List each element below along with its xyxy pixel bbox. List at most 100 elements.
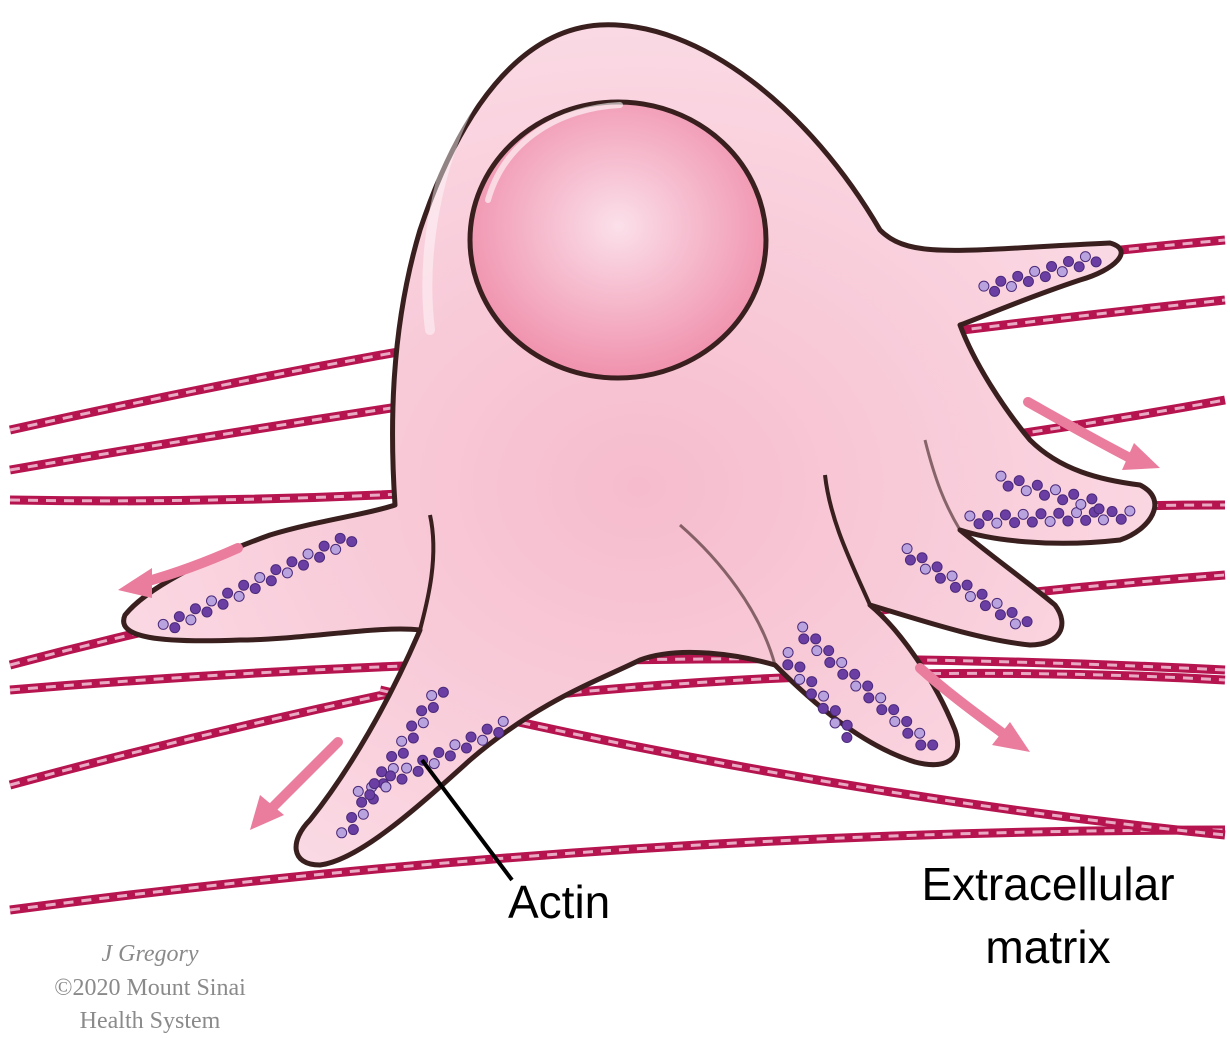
extracellular-matrix-label: matrix (985, 921, 1110, 973)
actin-filament-icon (445, 751, 455, 761)
actin-filament-icon (851, 681, 861, 691)
actin-filament-icon (990, 286, 1000, 296)
actin-filament-icon (1058, 495, 1068, 505)
actin-filament-icon (824, 646, 834, 656)
actin-filament-icon (983, 510, 993, 520)
actin-filament-icon (407, 721, 417, 731)
actin-filament-icon (319, 541, 329, 551)
actin-filament-icon (799, 634, 809, 644)
actin-filament-icon (255, 572, 265, 582)
actin-filament-icon (837, 657, 847, 667)
actin-filament-icon (915, 728, 925, 738)
actin-filament-icon (842, 733, 852, 743)
actin-filament-icon (996, 276, 1006, 286)
actin-filament-icon (427, 690, 437, 700)
actin-filament-icon (174, 612, 184, 622)
actin-filament-icon (335, 533, 345, 543)
actin-filament-icon (287, 557, 297, 567)
actin-filament-icon (992, 598, 1002, 608)
actin-filament-icon (347, 537, 357, 547)
actin-filament-icon (1013, 271, 1023, 281)
actin-filament-icon (397, 774, 407, 784)
actin-filament-icon (1030, 266, 1040, 276)
actin-filament-icon (916, 740, 926, 750)
actin-filament-icon (830, 706, 840, 716)
actin-filament-icon (1000, 510, 1010, 520)
actin-filament-icon (397, 736, 407, 746)
actin-filament-icon (1032, 480, 1042, 490)
actin-filament-icon (385, 771, 395, 781)
actin-filament-icon (331, 544, 341, 554)
actin-filament-icon (428, 702, 438, 712)
actin-filament-icon (812, 646, 822, 656)
actin-filament-icon (1107, 507, 1117, 517)
actin-filament-icon (1039, 490, 1049, 500)
copyright-credit: ©2020 Mount Sinai (54, 975, 246, 1001)
actin-filament-icon (807, 677, 817, 687)
actin-filament-icon (1040, 272, 1050, 282)
actin-filament-icon (905, 555, 915, 565)
actin-filament-icon (186, 615, 196, 625)
actin-filament-icon (1021, 486, 1031, 496)
actin-filament-icon (207, 596, 217, 606)
actin-filament-icon (218, 599, 228, 609)
actin-filament-icon (337, 828, 347, 838)
actin-filament-icon (348, 825, 358, 835)
actin-filament-icon (381, 782, 391, 792)
actin-filament-icon (798, 622, 808, 632)
actin-filament-icon (974, 519, 984, 529)
actin-filament-icon (315, 552, 325, 562)
actin-filament-icon (965, 511, 975, 521)
actin-filament-icon (1057, 267, 1067, 277)
actin-filament-icon (1087, 494, 1097, 504)
actin-filament-icon (413, 766, 423, 776)
actin-filament-icon (876, 693, 886, 703)
actin-filament-icon (1125, 506, 1135, 516)
actin-filament-icon (1063, 257, 1073, 267)
actin-filament-icon (825, 657, 835, 667)
actin-filament-icon (864, 693, 874, 703)
actin-filament-icon (1023, 277, 1033, 287)
actin-filament-icon (271, 565, 281, 575)
actin-label: Actin (508, 876, 610, 928)
actin-filament-icon (830, 718, 840, 728)
actin-filament-icon (920, 564, 930, 574)
actin-filament-icon (1010, 619, 1020, 629)
actin-filament-icon (461, 743, 471, 753)
actin-filament-icon (1116, 514, 1126, 524)
organization-credit: Health System (80, 1008, 221, 1034)
actin-filament-icon (1054, 508, 1064, 518)
actin-filament-icon (1022, 617, 1032, 627)
actin-filament-icon (889, 705, 899, 715)
actin-filament-icon (438, 687, 448, 697)
actin-filament-icon (1027, 517, 1037, 527)
actin-filament-icon (928, 740, 938, 750)
actin-filament-icon (863, 681, 873, 691)
extracellular-matrix-label: Extracellular (921, 858, 1174, 910)
actin-filament-icon (811, 634, 821, 644)
actin-filament-icon (950, 582, 960, 592)
actin-filament-icon (478, 735, 488, 745)
actin-filament-icon (980, 601, 990, 611)
actin-filament-icon (498, 716, 508, 726)
actin-filament-icon (992, 518, 1002, 528)
actin-filament-icon (190, 604, 200, 614)
artist-credit: J Gregory (101, 941, 198, 967)
actin-filament-icon (158, 619, 168, 629)
actin-filament-icon (1081, 515, 1091, 525)
actin-filament-icon (935, 573, 945, 583)
actin-filament-icon (996, 471, 1006, 481)
actin-filament-icon (902, 544, 912, 554)
actin-filament-icon (1063, 516, 1073, 526)
actin-filament-icon (902, 716, 912, 726)
actin-filament-icon (932, 562, 942, 572)
actin-filament-icon (429, 759, 439, 769)
actin-filament-icon (1076, 499, 1086, 509)
actin-filament-icon (917, 553, 927, 563)
actin-filament-icon (1045, 516, 1055, 526)
nucleus (470, 102, 766, 378)
actin-filament-icon (418, 718, 428, 728)
actin-filament-icon (1003, 481, 1013, 491)
actin-filament-icon (1091, 257, 1101, 267)
